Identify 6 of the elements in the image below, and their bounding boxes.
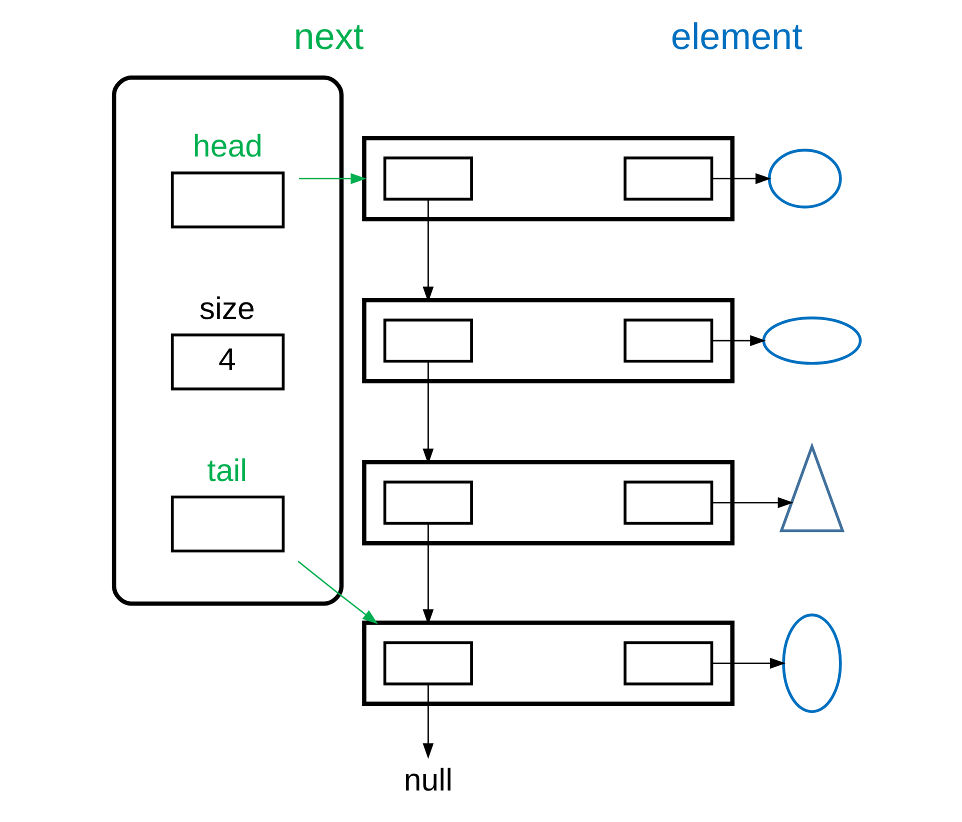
label: next [293, 16, 364, 57]
node-label: size [198, 290, 254, 326]
label: element [670, 16, 802, 57]
node-label: head [192, 128, 262, 164]
node-text: null [403, 762, 452, 798]
node-label: tail [206, 452, 247, 488]
